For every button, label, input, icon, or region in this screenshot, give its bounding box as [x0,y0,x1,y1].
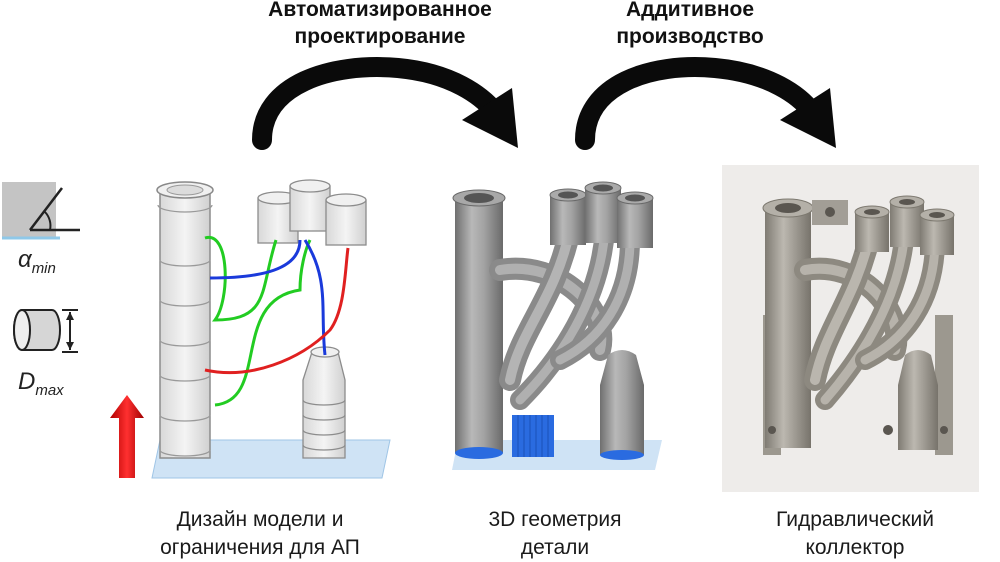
process-arrow-2 [575,57,836,150]
geometry-model [452,181,662,470]
process-arrow-1 [252,57,518,150]
stage-label-design: Автоматизированное проектирование [230,0,530,50]
caption-manifold: Гидравлический коллектор [745,506,965,562]
stage-label-design-line2: проектирование [294,25,466,48]
d-subscript: max [35,381,64,399]
caption-geometry-line1: 3D геометрия [488,508,622,531]
caption-geometry: 3D геометрия детали [445,506,665,562]
alpha-symbol: α [18,246,32,273]
caption-manifold-line1: Гидравлический [776,508,934,531]
overhang-angle-icon [2,182,80,240]
caption-design: Дизайн модели и ограничения для АП [130,506,390,562]
printed-manifold [762,195,955,455]
caption-geometry-line2: детали [520,536,590,559]
stage-label-manufacturing-line2: производство [616,25,764,48]
alpha-subscript: min [31,259,56,277]
d-symbol: D [18,368,36,395]
stage-label-manufacturing: Аддитивное производство [580,0,800,50]
d-max-label: Dmax [18,368,64,399]
diameter-icon [13,309,78,353]
caption-design-line1: Дизайн модели и [176,508,344,531]
alpha-min-label: αmin [18,246,56,277]
caption-design-line2: ограничения для АП [160,536,360,559]
stage-label-design-line1: Автоматизированное [268,0,492,21]
design-model [151,179,391,479]
build-direction-arrow [110,395,144,478]
stage-label-manufacturing-line1: Аддитивное [625,0,755,21]
caption-manifold-line2: коллектор [805,536,905,559]
